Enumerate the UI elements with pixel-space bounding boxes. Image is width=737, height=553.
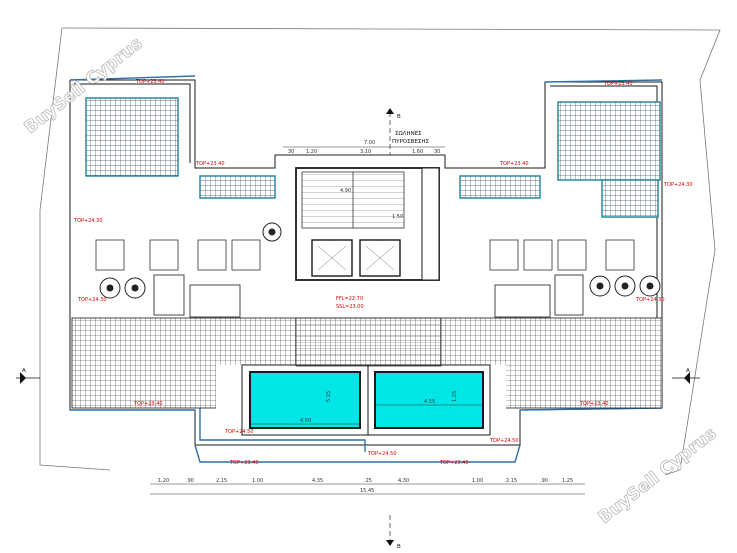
svg-text:7.00: 7.00 — [364, 140, 375, 146]
bottom-dim-2: 2.15 — [216, 478, 227, 484]
level-base-left: TOP+23.40 — [229, 460, 259, 466]
solar-array-right-top — [557, 101, 661, 181]
bottom-dim-1: .90 — [186, 478, 194, 484]
solar-array-left-top — [85, 97, 179, 177]
roof-outline-blue — [69, 75, 663, 463]
level-mid-left: TOP+23.40 — [195, 161, 225, 167]
solar-array-right-mid — [601, 179, 659, 218]
section-marker-right: A — [672, 368, 700, 384]
bottom-dim-3: 1.00 — [252, 478, 263, 484]
level-base-right: TOP+23.40 — [439, 460, 469, 466]
level-pool-center: TOP+24.50 — [367, 451, 397, 457]
svg-text:30: 30 — [288, 149, 294, 155]
level-bottom-right: TOP+23.40 — [579, 401, 609, 407]
core-dimension-a: 4.90 — [340, 188, 351, 194]
bottom-dim-total: 15.45 — [360, 488, 374, 494]
fire-pipes-label-line2: ΠΥΡΟΣΒΕΣΗΣ — [392, 139, 429, 145]
svg-text:4.50: 4.50 — [300, 418, 311, 424]
svg-text:30: 30 — [434, 149, 440, 155]
level-top-left: TOP+23.40 — [135, 79, 165, 85]
swimming-pool-right — [374, 371, 484, 429]
svg-text:B: B — [397, 544, 401, 550]
level-side-right: TOP+24.30 — [663, 182, 693, 188]
level-low-left: TOP+24.30 — [77, 297, 107, 303]
level-pool-left: TOP+24.50 — [224, 429, 254, 435]
ffl-level: FFL=22.70 — [336, 296, 363, 302]
level-pool-right: TOP+24.50 — [489, 438, 519, 444]
level-top-right: TOP+23.40 — [603, 81, 633, 87]
level-mid-right: TOP+23.40 — [499, 161, 529, 167]
pool-dimensions: 4.50 4.55 5.15 1.25 — [250, 391, 483, 425]
svg-text:5.15: 5.15 — [326, 391, 332, 402]
section-marker-bottom: B — [386, 540, 401, 550]
svg-text:1.60: 1.60 — [412, 149, 423, 155]
svg-text:1.25: 1.25 — [452, 391, 458, 402]
bottom-dim-7: 1.00 — [472, 478, 483, 484]
svg-text:A: A — [686, 368, 690, 374]
bottom-dimension-chain: 1.20 .90 2.15 1.00 4.35 .25 4.30 1.00 2.… — [150, 478, 585, 495]
svg-text:1.20: 1.20 — [306, 149, 317, 155]
bottom-dim-8: 2.15 — [506, 478, 517, 484]
svg-text:3.10: 3.10 — [360, 149, 371, 155]
fire-pipes-label-line1: ΣΩΛΗΝΕΣ — [395, 131, 422, 137]
service-rooms — [153, 274, 584, 318]
ac-units-right — [489, 239, 635, 271]
bottom-dim-6: 4.30 — [398, 478, 409, 484]
bottom-dim-10: 1.25 — [562, 478, 573, 484]
ac-units-left — [95, 239, 261, 271]
bottom-dim-0: 1.20 — [158, 478, 169, 484]
bottom-dim-5: .25 — [364, 478, 372, 484]
top-dimension-chain: 7.00 30 1.20 3.10 1.60 30 — [283, 140, 445, 156]
level-side-left: TOP+24.30 — [73, 218, 103, 224]
ssl-level-text: SSL=23.00 — [336, 304, 364, 310]
core-dimension-b: 1.50 — [392, 214, 403, 220]
central-core — [295, 167, 442, 367]
svg-text:4.55: 4.55 — [424, 399, 435, 405]
section-marker-left: A — [16, 368, 40, 384]
svg-text:B: B — [397, 114, 401, 120]
svg-text:A: A — [22, 368, 26, 374]
water-tanks — [99, 222, 661, 299]
level-bottom-left: TOP+23.40 — [133, 401, 163, 407]
solar-array-right-strip — [459, 175, 541, 199]
bottom-dim-9: .90 — [540, 478, 548, 484]
bottom-dim-4: 4.35 — [312, 478, 323, 484]
solar-array-left-strip — [199, 175, 276, 199]
level-annotations: TOP+23.40 TOP+23.40 TOP+23.40 TOP+23.40 … — [73, 79, 693, 466]
level-low-right: TOP+24.30 — [635, 297, 665, 303]
site-boundary — [39, 27, 721, 476]
swimming-pool-left — [249, 371, 361, 429]
watermark-bottom-right: BuySell Cyprus — [595, 424, 721, 528]
lower-stairs — [295, 317, 442, 367]
section-marker-top: B — [386, 108, 401, 120]
